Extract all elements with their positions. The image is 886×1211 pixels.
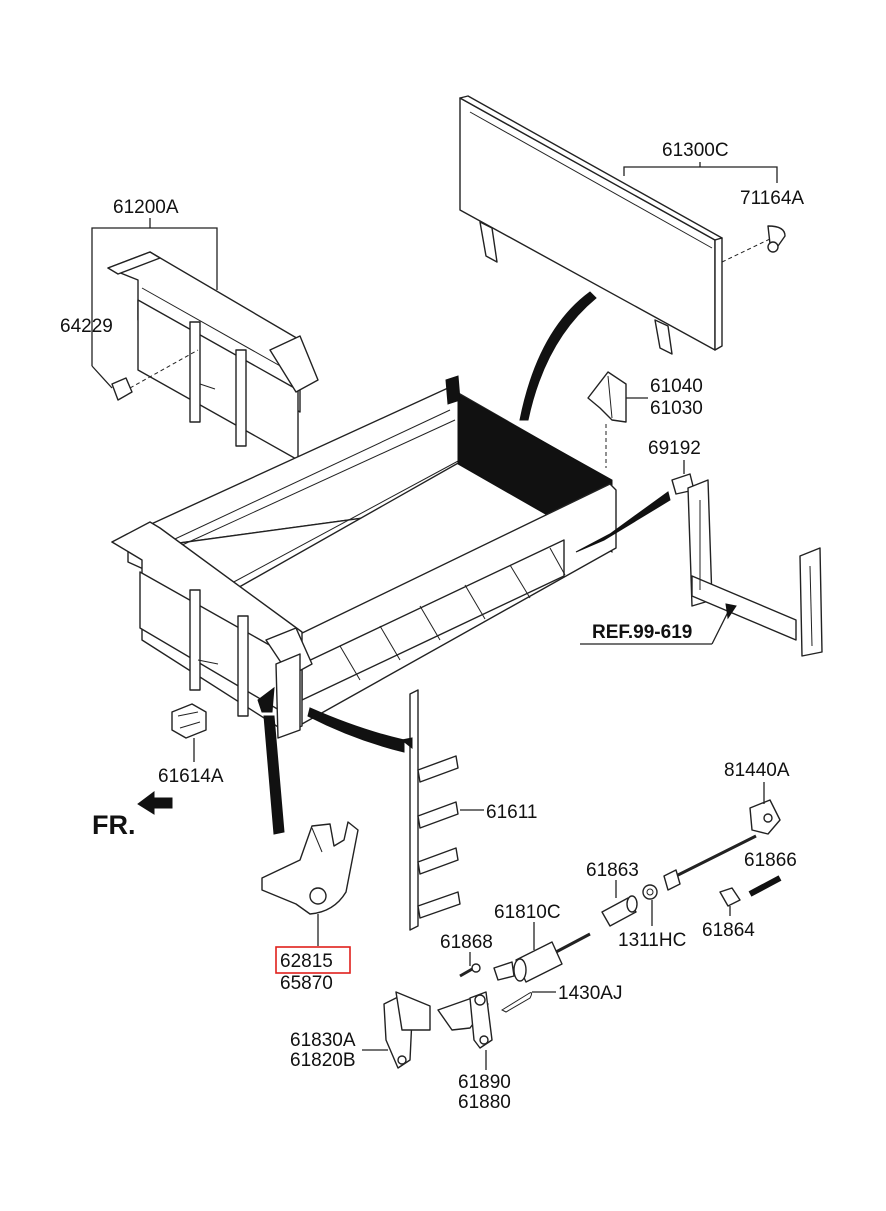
sleeve-61863[interactable] xyxy=(601,895,638,927)
label-61614A: 61614A xyxy=(158,766,224,787)
label-64229: 64229 xyxy=(60,316,113,337)
label-ref-99-619: REF.99-619 xyxy=(592,622,692,643)
label-61890: 61890 xyxy=(458,1072,511,1093)
label-61040: 61040 xyxy=(650,376,703,397)
label-61880: 61880 xyxy=(458,1092,511,1113)
label-61864: 61864 xyxy=(702,920,755,941)
label-81440A: 81440A xyxy=(724,760,790,781)
label-61810C: 61810C xyxy=(494,902,561,923)
label-61820B: 61820B xyxy=(290,1050,356,1071)
hinge-bracket-61040[interactable] xyxy=(587,371,627,468)
label-69192: 69192 xyxy=(648,438,701,459)
nut-1311HC[interactable] xyxy=(642,884,658,900)
label-61030: 61030 xyxy=(650,398,703,419)
spring-61866[interactable] xyxy=(748,875,782,897)
label-61866: 61866 xyxy=(744,850,797,871)
hinge-61830A[interactable] xyxy=(383,991,431,1069)
cylinder-61810C[interactable] xyxy=(493,932,591,983)
latch-plate-62815[interactable] xyxy=(261,821,359,915)
cotter-pin-1430AJ[interactable] xyxy=(500,992,533,1013)
label-61200A: 61200A xyxy=(113,197,179,218)
label-62815[interactable]: 62815 xyxy=(280,951,333,972)
highlight-box-62815 xyxy=(275,946,351,974)
rod-81440A[interactable] xyxy=(663,799,781,891)
label-fr: FR. xyxy=(92,810,136,840)
label-61611: 61611 xyxy=(486,802,537,823)
hinge-pin-71164A[interactable] xyxy=(767,225,786,253)
label-61868: 61868 xyxy=(440,932,493,953)
clip-64229[interactable] xyxy=(111,377,133,401)
label-71164A: 71164A xyxy=(740,188,804,209)
label-65870: 65870 xyxy=(280,973,333,994)
label-61300C: 61300C xyxy=(662,140,729,161)
label-1430AJ: 1430AJ xyxy=(558,983,622,1004)
label-61830A: 61830A xyxy=(290,1030,356,1051)
bracket-61614A[interactable] xyxy=(171,703,207,739)
cargo-body[interactable] xyxy=(111,375,617,739)
step-bracket-61611[interactable] xyxy=(409,689,461,931)
front-direction-arrow xyxy=(137,791,173,815)
label-1311HC: 1311HC xyxy=(618,930,686,951)
clip-61864[interactable] xyxy=(719,887,741,907)
tailgate-61300C[interactable] xyxy=(459,95,773,355)
bolt-61868[interactable] xyxy=(459,963,481,978)
latch-arm-61890[interactable] xyxy=(437,991,493,1049)
label-61863: 61863 xyxy=(586,860,639,881)
side-gate-61200A[interactable] xyxy=(107,251,319,461)
frame-ref-99-619[interactable] xyxy=(687,479,823,657)
